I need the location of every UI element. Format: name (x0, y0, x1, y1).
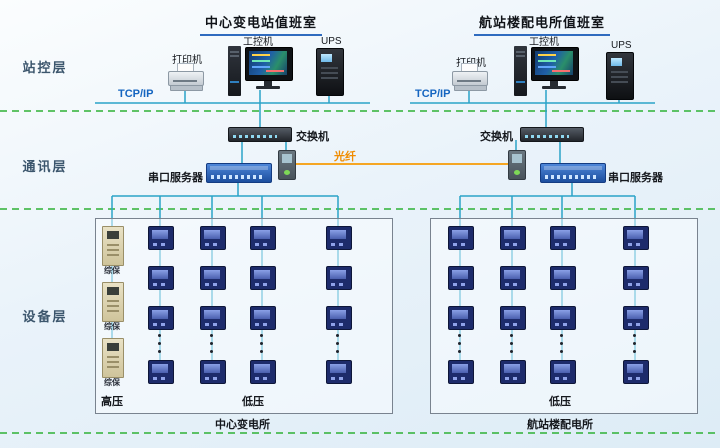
fiber-converter-icon-left (278, 150, 296, 180)
device-box-left (95, 218, 393, 414)
workstation-label-right: 工控机 (529, 37, 559, 48)
fiber-converter-icon-right (508, 150, 526, 180)
device-box-right (430, 218, 698, 414)
switch-label-right: 交换机 (480, 131, 513, 143)
switch-icon-left (228, 127, 292, 142)
ups-label-left: UPS (321, 36, 342, 47)
switch-label-left: 交换机 (296, 131, 329, 143)
title-left-room: 中心变电站值班室 (200, 12, 323, 36)
tcpip-label-right: TCP/IP (415, 88, 451, 100)
tcpip-label-left: TCP/IP (118, 88, 154, 100)
printer-icon-right (452, 63, 488, 91)
low-voltage-label-right: 低压 (549, 396, 571, 408)
ups-icon-left (316, 48, 344, 96)
low-voltage-label-left: 低压 (242, 396, 264, 408)
ups-icon-right (606, 52, 634, 100)
printer-icon-left (168, 63, 204, 91)
title-right-room: 航站楼配电所值班室 (474, 12, 611, 36)
layer-label-device: 设备层 (22, 309, 68, 324)
layer-divider-lines (0, 110, 720, 434)
caption-right-substation: 航站楼配电所 (527, 419, 593, 431)
layer-label-station-control: 站控层 (22, 60, 68, 75)
high-voltage-label: 高压 (101, 396, 123, 408)
serial-server-label-left: 串口服务器 (148, 172, 203, 184)
workstation-icon-left (228, 44, 293, 98)
caption-left-substation: 中心变电所 (215, 419, 270, 431)
serial-server-label-right: 串口服务器 (608, 172, 663, 184)
serial-server-icon-left (206, 163, 272, 183)
workstation-label-left: 工控机 (243, 37, 273, 48)
workstation-icon-right (514, 44, 579, 98)
serial-server-icon-right (540, 163, 606, 183)
ups-label-right: UPS (611, 40, 632, 51)
printer-label-left: 打印机 (172, 55, 202, 66)
layer-label-communication: 通讯层 (22, 159, 68, 174)
switch-icon-right (520, 127, 584, 142)
fiber-label: 光纤 (334, 151, 356, 163)
